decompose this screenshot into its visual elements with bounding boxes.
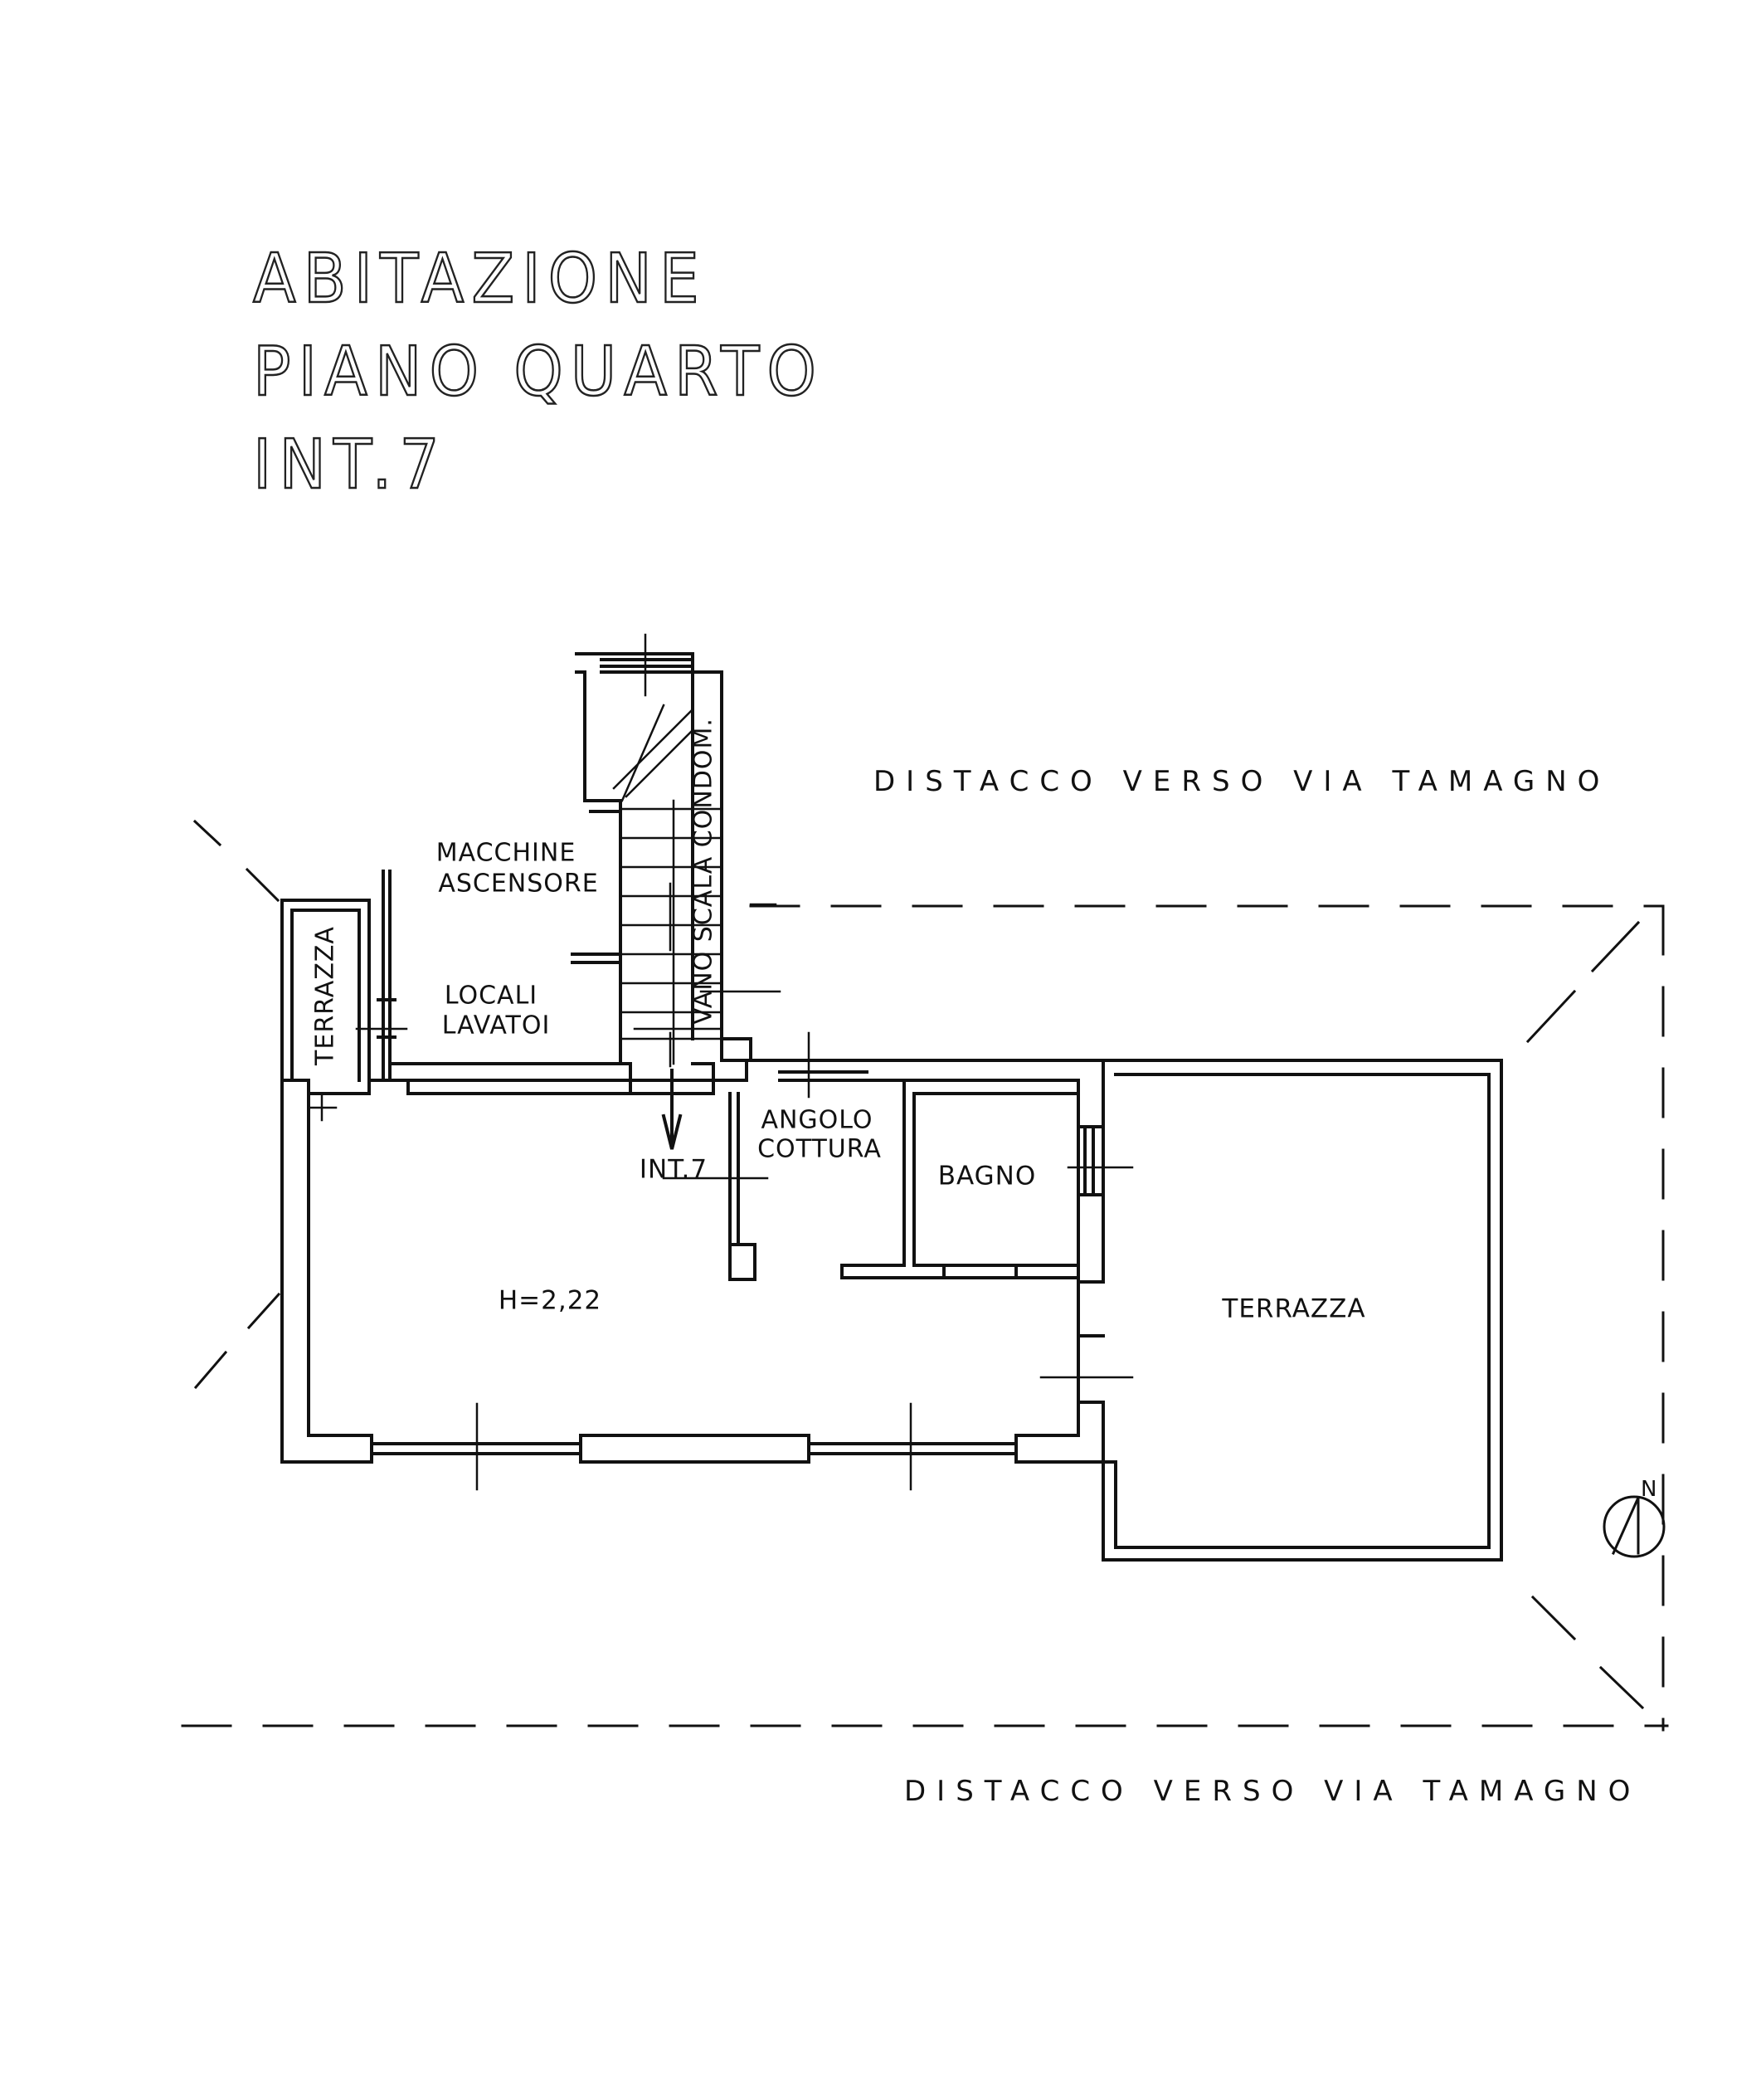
- street-label-top: DISTACCO VERSO VIA TAMAGNO: [873, 765, 1611, 798]
- title-line-3: INT.7: [252, 426, 447, 504]
- entrance-label: INT.7: [639, 1154, 708, 1185]
- interior-partitions: [728, 1079, 1105, 1281]
- street-label-bottom: DISTACCO VERSO VIA TAMAGNO: [904, 1775, 1642, 1808]
- entrance-arrow: [661, 1069, 683, 1150]
- main-walls: [280, 1059, 1105, 1464]
- room-label-ascensore: ASCENSORE: [438, 869, 599, 899]
- room-label-terrazza-small: TERRAZZA: [310, 926, 340, 1065]
- diagonal-marks: [192, 819, 1645, 1710]
- room-label-vano-scala: VANO SCALA CONDOM.: [688, 718, 718, 1025]
- room-label-angolo: ANGOLO: [761, 1105, 873, 1135]
- room-label-cottura: COTTURA: [757, 1134, 882, 1164]
- room-label-locali: LOCALI: [444, 981, 538, 1011]
- opening-marks: [307, 633, 1134, 1491]
- title-line-1: ABITAZIONE: [252, 240, 707, 319]
- room-label-bagno: BAGNO: [937, 1161, 1037, 1191]
- ceiling-height-label: H=2,22: [498, 1285, 602, 1316]
- small-terrace-walls: [280, 870, 396, 1082]
- north-label: N: [1641, 1477, 1657, 1502]
- room-label-terrazza-large: TERRAZZA: [1222, 1294, 1366, 1324]
- room-label-lavatoi: LAVATOI: [441, 1011, 551, 1040]
- north-arrow-icon: [1603, 1495, 1666, 1558]
- stair-treads: [612, 704, 723, 1065]
- title-line-2: PIANO QUARTO: [252, 333, 825, 412]
- setback-boundary: [181, 904, 1669, 1732]
- stairwell-walls: [575, 652, 752, 1082]
- large-terrace-walls: [1102, 1059, 1503, 1562]
- room-label-macchine: MACCHINE: [435, 838, 576, 868]
